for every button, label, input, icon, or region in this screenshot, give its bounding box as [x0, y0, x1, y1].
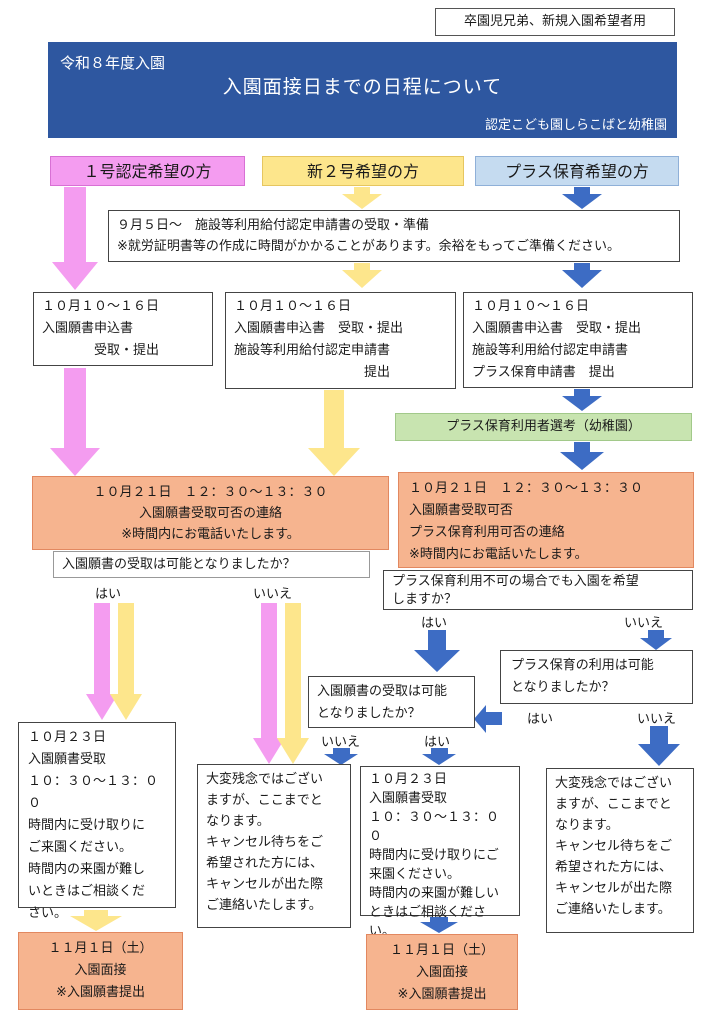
- blue-arrow-3: [562, 389, 602, 411]
- blue-arrow-1: [562, 187, 602, 209]
- audience-label: 卒園児兄弟、新規入園希望者用: [435, 8, 675, 36]
- label-yes: はい: [527, 712, 554, 727]
- label-no: いいえ: [624, 616, 664, 631]
- blue-no-arrow: [640, 630, 672, 650]
- lane-header-type1: １号認定希望の方: [50, 156, 245, 186]
- blue-plus-yes-arrow: [474, 705, 502, 733]
- plus-selection-step: プラス保育利用者選考（幼稚園）: [395, 413, 692, 441]
- yellow-arrow-1: [342, 187, 382, 209]
- yellow-to-interview-arrow: [70, 910, 122, 931]
- label-yes: はい: [421, 616, 448, 631]
- question-accept-second: 入園願書の受取は可能 となりましたか？: [308, 676, 475, 728]
- pink-yes-arrow: [86, 603, 118, 720]
- header-year: 令和８年度入園: [60, 54, 166, 72]
- page-title: 入園面接日までの日程について: [222, 76, 503, 98]
- question-accept: 入園願書の受取は可能となりましたか？: [53, 551, 370, 578]
- oct21-contact-left: １０月２１日 １２：３０～１３：３０ 入園願書受取可否の連絡 ※時間内にお電話い…: [32, 476, 389, 550]
- oct23-pickup-left: １０月２３日 入園願書受取 １０：３０～１３：００ 時間内に受け取りに ご来園く…: [18, 722, 176, 921]
- pink-arrow-2: [50, 368, 100, 476]
- question-plus-unavailable: プラス保育利用不可の場合でも入園を希望 しますか？: [383, 570, 693, 610]
- blue-accept2-no-arrow: [324, 748, 358, 765]
- question-plus-use: プラス保育の利用は可能 となりましたか？: [500, 650, 693, 704]
- oct21-contact-right: １０月２１日 １２：３０～１３：３０ 入園願書受取可否 プラス保育利用可否の連絡…: [398, 472, 694, 568]
- blue-yes-arrow: [414, 630, 460, 672]
- nov1-interview-left: １１月１日（土） 入園面接 ※入園願書提出: [18, 932, 183, 1010]
- september-step: ９月５日～ 施設等利用給付認定申請書の受取・準備 ※就労証明書等の作成に時間がか…: [108, 210, 680, 262]
- label-no: いいえ: [321, 735, 361, 750]
- sorry-message-right: 大変残念ではござい ますが、ここまでと なります。 キャンセル待ちをご 希望され…: [546, 768, 694, 933]
- nov1-interview-mid: １１月１日（土） 入園面接 ※入園願書提出: [366, 934, 518, 1010]
- lane-header-plus-care: プラス保育希望の方: [475, 156, 679, 186]
- pink-no-arrow: [253, 603, 285, 764]
- blue-plus-no-arrow: [638, 726, 680, 766]
- blue-to-interview-arrow: [420, 917, 458, 933]
- blue-arrow-2: [562, 263, 602, 288]
- yellow-arrow-3: [308, 390, 360, 476]
- header-organization: 認定こども園しらこばと幼稚園: [484, 118, 667, 133]
- yellow-no-arrow: [277, 603, 309, 764]
- yellow-arrow-2: [342, 263, 382, 288]
- lane-header-new-type2: 新２号希望の方: [262, 156, 464, 186]
- blue-arrow-4: [560, 442, 604, 470]
- label-yes: はい: [424, 735, 451, 750]
- yellow-yes-arrow: [110, 603, 142, 720]
- label-no: いいえ: [637, 712, 677, 727]
- label-yes: はい: [95, 587, 122, 602]
- header-banner: 令和８年度入園 入園面接日までの日程について 認定こども園しらこばと幼稚園: [48, 42, 677, 138]
- application-step-type1: １０月１０～１６日 入園願書申込書 受取・提出: [33, 292, 213, 366]
- label-no: いいえ: [253, 587, 293, 602]
- oct23-pickup-mid: １０月２３日 入園願書受取 １０：３０～１３：００ 時間内に受け取りにご 来園く…: [360, 766, 520, 939]
- pink-arrow-1: [52, 187, 98, 290]
- application-step-plus: １０月１０～１６日 入園願書申込書 受取・提出 施設等利用給付認定申請書 プラス…: [463, 292, 693, 388]
- sorry-message-left: 大変残念ではござい ますが、ここまでと なります。 キャンセル待ちをご 希望され…: [197, 764, 351, 928]
- blue-accept2-yes-arrow: [422, 748, 456, 765]
- application-step-type2: １０月１０～１６日 入園願書申込書 受取・提出 施設等利用給付認定申請書 提出: [225, 292, 456, 389]
